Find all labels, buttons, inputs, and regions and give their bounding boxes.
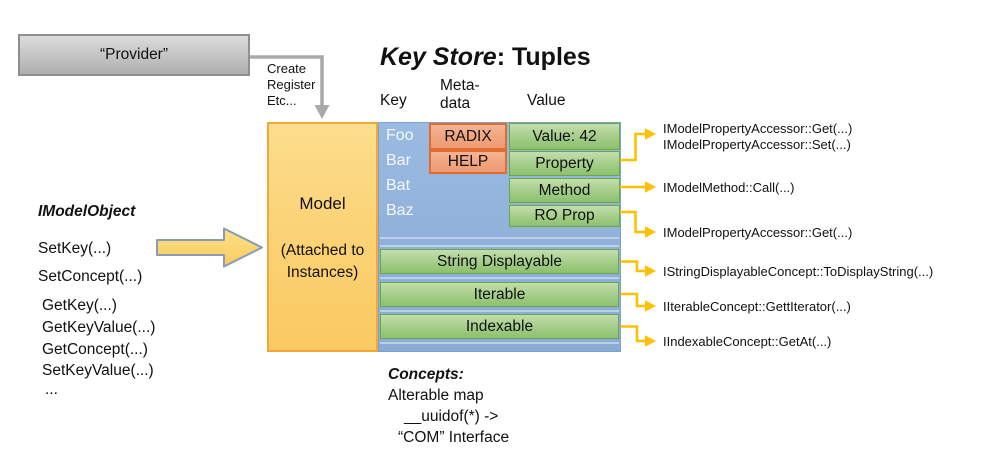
concepts-line-com-interface: “COM” Interface <box>398 429 510 446</box>
method-getkeyvalue: GetKeyValue(...) <box>42 319 156 336</box>
model-subtitle-line1: (Attached to <box>280 242 365 259</box>
connector-iterable <box>620 292 646 308</box>
note-line-create: Create <box>267 61 307 76</box>
key-label-foo: Foo <box>386 127 414 144</box>
api-label-property-set: IModelPropertyAccessor::Set(...) <box>663 137 851 152</box>
concepts-line-alterable-map: Alterable map <box>388 387 484 404</box>
slide-title-rest: : Tuples <box>496 43 591 71</box>
api-label-getat: IIndexableConcept::GetAt(...) <box>663 334 832 349</box>
note-line-etc: Etc... <box>267 93 297 108</box>
method-setkey: SetKey(...) <box>38 240 112 257</box>
api-label-getiterator: IIterableConcept::GettIterator(...) <box>663 299 851 314</box>
model-title: Model <box>299 194 346 213</box>
metadata-cell-help: HELP <box>429 150 507 174</box>
invoke-block-arrow <box>156 227 263 268</box>
api-label-method-call: IModelMethod::Call(...) <box>663 180 795 195</box>
value-cell-property: Property <box>509 151 620 176</box>
connector-roprop <box>620 210 646 234</box>
column-header-key: Key <box>380 92 407 109</box>
api-label-todisplaystring: IStringDisplayableConcept::ToDisplayStri… <box>663 264 934 279</box>
metadata-cell-radix: RADIX <box>429 123 507 150</box>
concepts-line-uuidof: __uuidof(*) -> <box>404 408 499 425</box>
note-line-register: Register <box>267 77 316 92</box>
right-arrowhead-icon <box>645 335 656 347</box>
table-separator <box>380 310 619 312</box>
table-separator <box>380 237 619 239</box>
slide-title: Key Store: Tuples <box>380 43 620 72</box>
provider-box: “Provider” <box>18 34 250 76</box>
column-header-metadata: Meta- data <box>440 77 480 112</box>
column-header-metadata-line1: Meta- <box>440 77 480 94</box>
create-register-note: Create Register Etc... <box>267 61 315 109</box>
key-label-bar: Bar <box>386 152 411 169</box>
table-separator <box>380 277 619 279</box>
right-arrowhead-icon <box>645 226 656 238</box>
connector-indexable <box>620 325 646 343</box>
right-arrowhead-icon <box>645 265 656 277</box>
connector-property <box>620 132 646 162</box>
connector-string-displayable <box>620 260 646 273</box>
key-label-baz: Baz <box>386 202 414 219</box>
api-connectors <box>620 132 646 343</box>
method-ellipsis: ... <box>45 381 58 398</box>
method-getconcept: GetConcept(...) <box>42 341 148 358</box>
slide-title-emphasis: Key Store <box>380 43 497 71</box>
table-separator <box>380 342 619 344</box>
right-arrowhead-icon <box>645 128 656 140</box>
concept-bar-indexable: Indexable <box>380 314 619 339</box>
concept-bar-iterable: Iterable <box>380 282 619 307</box>
api-connector-arrowheads <box>645 128 656 347</box>
down-arrowhead-icon <box>314 105 330 119</box>
concepts-heading: Concepts: <box>388 366 464 383</box>
concept-bar-string-displayable: String Displayable <box>380 249 619 274</box>
api-label-roprop-get: IModelPropertyAccessor::Get(...) <box>663 225 853 240</box>
value-cell-roprop: RO Prop <box>509 205 620 227</box>
imodelobject-heading: IModelObject <box>38 203 136 220</box>
model-box <box>267 122 378 352</box>
table-separator <box>380 245 619 247</box>
value-cell-method: Method <box>509 178 620 203</box>
model-subtitle-line2: Instances) <box>286 264 359 281</box>
method-setconcept: SetConcept(...) <box>38 268 143 285</box>
value-cell-value42: Value: 42 <box>509 123 620 150</box>
method-setkeyvalue: SetKeyValue(...) <box>42 362 154 379</box>
right-arrowhead-icon <box>645 300 656 312</box>
right-arrowhead-icon <box>645 181 656 193</box>
column-header-value: Value <box>527 92 566 109</box>
api-label-property-get: IModelPropertyAccessor::Get(...) <box>663 121 853 136</box>
provider-label: “Provider” <box>99 46 169 63</box>
key-label-bat: Bat <box>386 177 411 194</box>
method-getkey: GetKey(...) <box>42 297 117 314</box>
column-header-metadata-line2: data <box>440 94 471 112</box>
model-subtitle: (Attached to Instances) <box>267 240 378 284</box>
